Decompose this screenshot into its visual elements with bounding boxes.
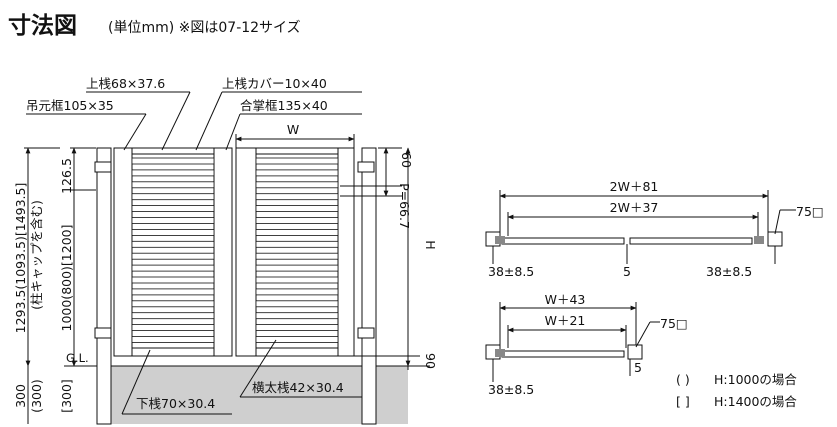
dim-base-alt: (300) bbox=[29, 379, 44, 413]
slat bbox=[255, 324, 339, 332]
slat bbox=[255, 205, 339, 213]
slat bbox=[255, 181, 339, 189]
slat bbox=[255, 240, 339, 248]
slat bbox=[255, 264, 339, 272]
left-hinge-bottom bbox=[94, 327, 112, 339]
slat bbox=[255, 228, 339, 236]
bottom-rail-label: 下桟70×30.4 bbox=[136, 396, 215, 411]
horizontal-bar-label: 横太桟42×30.4 bbox=[252, 380, 344, 395]
plan-single-left-offset: 38±8.5 bbox=[488, 382, 534, 397]
dim-base: 300 bbox=[13, 384, 28, 408]
meeting-frame-label: 合掌框135×40 bbox=[240, 98, 328, 113]
plan-single-gap: 5 bbox=[634, 360, 642, 375]
dim-1000: 1000(800)[1200] bbox=[59, 225, 74, 332]
slat bbox=[255, 252, 339, 260]
slat bbox=[131, 228, 215, 236]
slat bbox=[131, 312, 215, 320]
slat bbox=[131, 157, 215, 165]
right-leaf bbox=[235, 147, 355, 357]
slat bbox=[131, 264, 215, 272]
right-post bbox=[361, 147, 377, 425]
page-title: 寸法図 bbox=[8, 13, 77, 39]
meeting-frame-right bbox=[235, 147, 257, 357]
ground-level-label: G.L. bbox=[66, 351, 89, 365]
right-hinge-top bbox=[357, 161, 375, 173]
dim-126: 126.5 bbox=[59, 158, 74, 194]
slat bbox=[131, 181, 215, 189]
plan-single-gate: W＋43 W＋21 75□ 38±8.5 5 bbox=[485, 292, 688, 397]
left-post bbox=[96, 147, 112, 425]
plan-double-inner: 2W＋37 bbox=[610, 200, 659, 215]
legend-mark-2: [ ] bbox=[676, 394, 690, 409]
width-label: W bbox=[287, 122, 299, 137]
slat bbox=[131, 324, 215, 332]
legend-text-1: H:1000の場合 bbox=[714, 372, 797, 387]
slat bbox=[131, 193, 215, 201]
hinge-frame-label: 吊元框105×35 bbox=[26, 98, 114, 113]
dim-top-60: 60 bbox=[399, 152, 414, 168]
top-rail-label: 上桟68×37.6 bbox=[86, 76, 165, 91]
slat bbox=[131, 288, 215, 296]
plan-single-outer: W＋43 bbox=[545, 292, 586, 307]
hinge-frame bbox=[113, 147, 133, 357]
slat bbox=[131, 240, 215, 248]
slat bbox=[255, 157, 339, 165]
plan-double-gap: 5 bbox=[623, 264, 631, 279]
page-subtitle: (単位mm) ※図は07-12サイズ bbox=[108, 20, 301, 36]
slat bbox=[131, 252, 215, 260]
slat bbox=[131, 169, 215, 177]
plan-double-right-offset: 38±8.5 bbox=[706, 264, 752, 279]
plan-double-gate: 2W＋81 2W＋37 75□ 38±8.5 5 38±8.5 bbox=[485, 179, 824, 279]
right-hinge-bottom bbox=[357, 327, 375, 339]
dim-base-bracket: [300] bbox=[59, 379, 74, 413]
slat bbox=[131, 205, 215, 213]
slat bbox=[255, 336, 339, 343]
slat bbox=[255, 276, 339, 284]
slat bbox=[255, 288, 339, 296]
plan-double-left-offset: 38±8.5 bbox=[488, 264, 534, 279]
left-leaf bbox=[113, 147, 233, 357]
plan-single-post: 75□ bbox=[660, 316, 688, 331]
slat bbox=[255, 217, 339, 224]
slat bbox=[131, 217, 215, 224]
legend-mark-1: ( ) bbox=[676, 372, 690, 387]
dim-total-note: (柱キャップを含む) bbox=[29, 200, 44, 310]
left-hinge-top bbox=[94, 161, 112, 173]
plan-single-inner: W＋21 bbox=[545, 313, 586, 328]
meeting-frame-left bbox=[213, 147, 233, 357]
slat bbox=[255, 300, 339, 308]
legend-text-2: H:1400の場合 bbox=[714, 394, 797, 409]
slat bbox=[255, 193, 339, 201]
pitch-label: P=66.7 bbox=[397, 183, 412, 229]
height-label: H bbox=[423, 240, 438, 249]
slat bbox=[255, 169, 339, 177]
top-rail-cover-label: 上桟カバー10×40 bbox=[222, 76, 327, 91]
legend: ( ) H:1000の場合 [ ] H:1400の場合 bbox=[676, 372, 797, 409]
plan-double-outer: 2W＋81 bbox=[610, 179, 659, 194]
plan-double-post: 75□ bbox=[796, 204, 824, 219]
slat bbox=[131, 336, 215, 343]
gate-elevation: W 上桟68×37.6 上桟カバー10×40 吊元框105×35 合掌框135×… bbox=[13, 76, 438, 425]
dim-bottom-90: 90 bbox=[423, 353, 438, 369]
slat bbox=[131, 276, 215, 284]
slat bbox=[131, 300, 215, 308]
dim-total: 1293.5(1093.5)[1493.5] bbox=[13, 183, 28, 334]
slat bbox=[255, 312, 339, 320]
